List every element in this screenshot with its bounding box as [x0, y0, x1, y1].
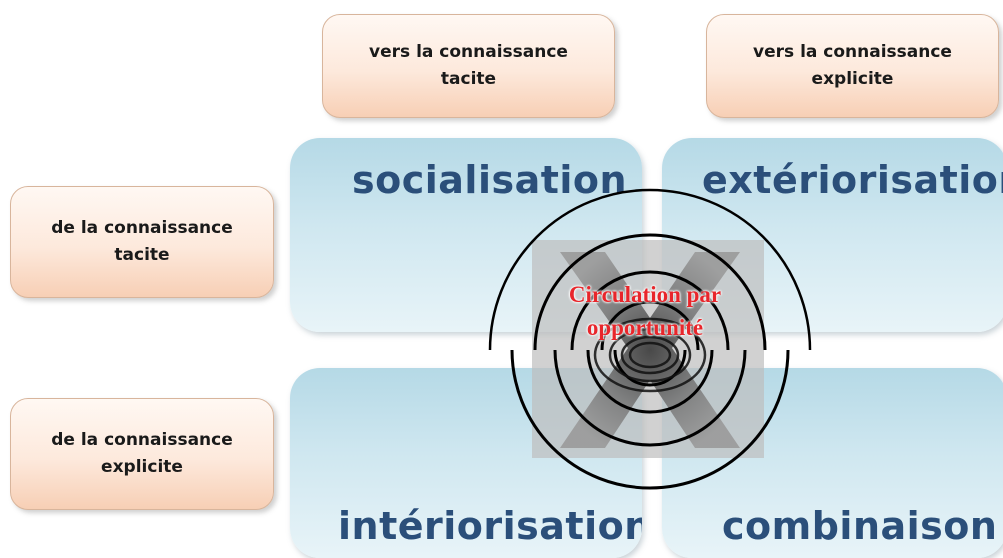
row-header-tacit: de la connaissance tacite	[10, 186, 274, 298]
row-header-explicit: de la connaissance explicite	[10, 398, 274, 510]
x-cross-icon	[560, 252, 740, 448]
quadrant-title-interiorisation: intériorisation	[338, 504, 642, 548]
column-header-explicit: vers la connaissance explicite	[706, 14, 999, 118]
quadrant-title-exteriorisation: extériorisation	[702, 158, 1003, 202]
quadrant-title-socialisation: socialisation	[352, 158, 628, 202]
center-label-line2: opportunité	[586, 315, 704, 341]
spiral-inner-rings	[593, 317, 707, 393]
center-label-line1: Circulation par	[568, 282, 722, 307]
spiral-rings	[488, 188, 812, 490]
quadrant-title-combinaison: combinaison	[722, 504, 998, 548]
quadrant-combinaison: combinaison	[662, 368, 1003, 558]
column-header-tacit: vers la connaissance tacite	[322, 14, 615, 118]
center-label: Circulation par opportunité	[520, 278, 770, 345]
